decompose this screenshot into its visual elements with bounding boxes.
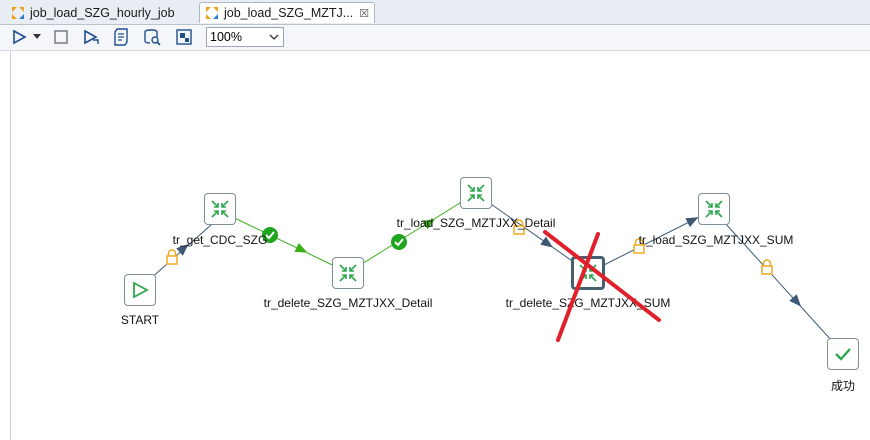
node-label-tr-load-szg-mztjxx-sum: tr_load_SZG_MZTJXX_SUM [638,233,794,247]
transformation-icon [211,200,229,218]
preview-button[interactable] [142,27,162,47]
close-tab-icon[interactable]: ☒ [359,7,370,20]
replay-button[interactable] [81,27,101,47]
job-toolbar: 100% [0,25,870,51]
zoom-select[interactable]: 100% [206,27,284,47]
node-tr-load-szg-mztjxx-sum[interactable] [698,193,730,225]
impact-analysis-button[interactable] [174,27,194,47]
editor-tab-bar: job_load_SZG_hourly_job job_load_SZG_MZT… [0,0,870,25]
checkmark-icon [835,348,851,361]
node-label-success: 成功 [830,379,856,393]
stop-icon [54,30,68,44]
job-icon [12,6,24,19]
verify-button[interactable] [111,27,131,47]
tab-job-load-szg-hourly[interactable]: job_load_SZG_hourly_job [6,2,194,23]
node-tr-load-szg-mztjxx-detail[interactable] [460,177,492,209]
verify-icon [114,28,128,46]
run-dropdown-icon [33,34,41,39]
tab-job-load-szg-mztj[interactable]: job_load_SZG_MZTJ... ☒ [199,2,375,23]
job-icon [206,7,218,19]
node-label-tr-get-cdc-szg: tr_get_CDC_SZG [172,233,268,247]
transformation-icon [339,264,357,282]
replay-icon [84,29,99,45]
run-button[interactable] [9,27,29,47]
node-label-tr-delete-szg-mztjxx-sum: tr_delete_SZG_MZTJXX_SUM [505,296,671,310]
transformation-icon [705,200,723,218]
node-tr-get-cdc-szg[interactable] [204,193,236,225]
node-label-tr-load-szg-mztjxx-detail: tr_load_SZG_MZTJXX_Detail [396,216,556,230]
impact-analysis-icon [176,29,192,45]
chevron-down-icon [269,34,279,40]
run-icon [13,29,27,45]
node-success[interactable] [827,338,859,370]
node-tr-delete-szg-mztjxx-sum[interactable] [571,256,605,290]
tab-label: job_load_SZG_hourly_job [30,5,175,20]
start-icon [133,281,149,299]
run-dropdown-button[interactable] [31,27,43,47]
transformation-icon [579,264,597,282]
node-start[interactable] [124,274,156,306]
preview-icon [144,29,161,46]
transformation-icon [467,184,485,202]
tab-label: job_load_SZG_MZTJ... [224,6,354,20]
node-label-tr-delete-szg-mztjxx-detail: tr_delete_SZG_MZTJXX_Detail [263,296,433,310]
stop-button[interactable] [51,27,71,47]
zoom-value: 100% [210,30,242,44]
node-label-start: START [120,313,160,327]
node-tr-delete-szg-mztjxx-detail[interactable] [332,257,364,289]
